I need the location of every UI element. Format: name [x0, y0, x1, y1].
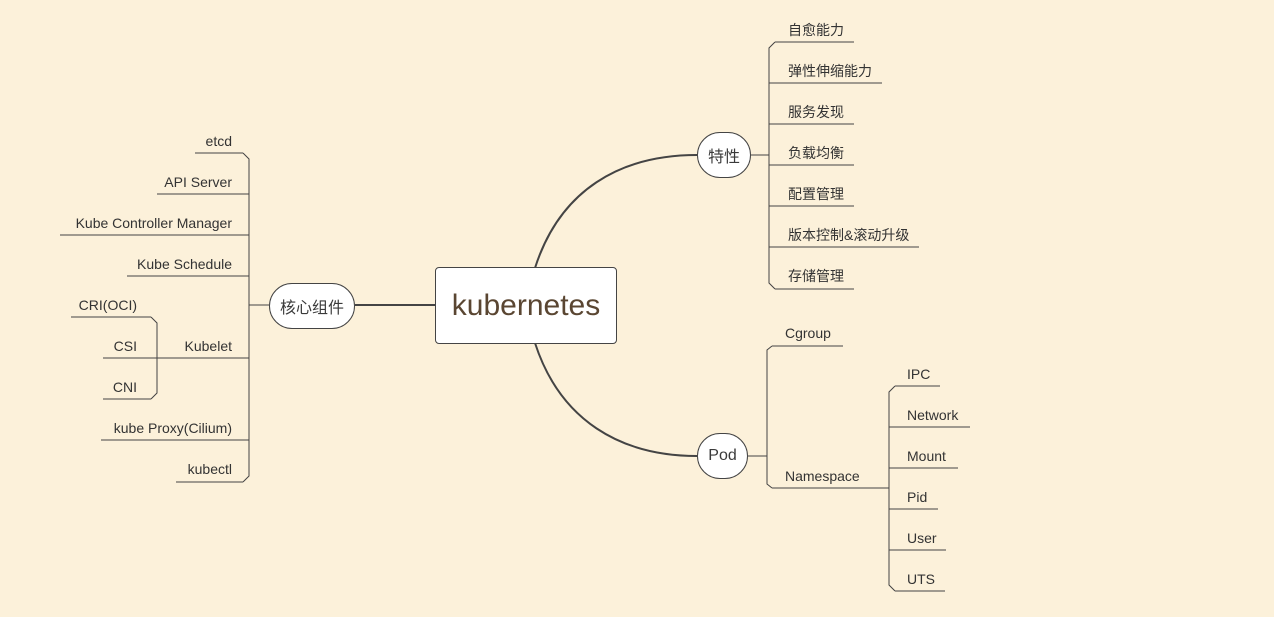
core-item-scheduler[interactable]: Kube Schedule — [137, 256, 232, 272]
core-item-api-server[interactable]: API Server — [164, 174, 232, 190]
branch-node-core-components[interactable]: 核心组件 — [269, 283, 355, 329]
core-item-etcd[interactable]: etcd — [205, 133, 232, 149]
namespace-item[interactable]: Network — [907, 407, 959, 423]
feature-item[interactable]: 自愈能力 — [788, 22, 844, 38]
kubelet-item-csi[interactable]: CSI — [113, 338, 137, 354]
namespace-item[interactable]: Pid — [907, 489, 928, 505]
namespace-item[interactable]: User — [907, 530, 937, 546]
branch-node-pod[interactable]: Pod — [697, 433, 748, 479]
namespace-item[interactable]: UTS — [907, 571, 935, 587]
feature-item[interactable]: 配置管理 — [788, 186, 844, 202]
core-item-kube-proxy[interactable]: kube Proxy(Cilium) — [113, 420, 232, 436]
namespace-item[interactable]: IPC — [907, 366, 931, 382]
root-node-kubernetes[interactable]: kubernetes — [435, 267, 617, 344]
core-item-controller-manager[interactable]: Kube Controller Manager — [75, 215, 232, 231]
pod-item-cgroup[interactable]: Cgroup — [785, 325, 831, 341]
core-item-kubectl[interactable]: kubectl — [187, 461, 232, 477]
feature-item[interactable]: 存储管理 — [788, 268, 844, 284]
kubelet-item-cni[interactable]: CNI — [112, 379, 137, 395]
branch-node-features[interactable]: 特性 — [697, 132, 751, 178]
kubelet-item-cri[interactable]: CRI(OCI) — [78, 297, 137, 313]
feature-item[interactable]: 负载均衡 — [788, 145, 844, 161]
core-item-kubelet[interactable]: Kubelet — [184, 338, 232, 354]
feature-item[interactable]: 弹性伸缩能力 — [788, 63, 872, 79]
feature-item[interactable]: 服务发现 — [788, 104, 844, 120]
namespace-item[interactable]: Mount — [907, 448, 946, 464]
pod-item-namespace[interactable]: Namespace — [785, 468, 860, 484]
feature-item[interactable]: 版本控制&滚动升级 — [788, 227, 910, 243]
